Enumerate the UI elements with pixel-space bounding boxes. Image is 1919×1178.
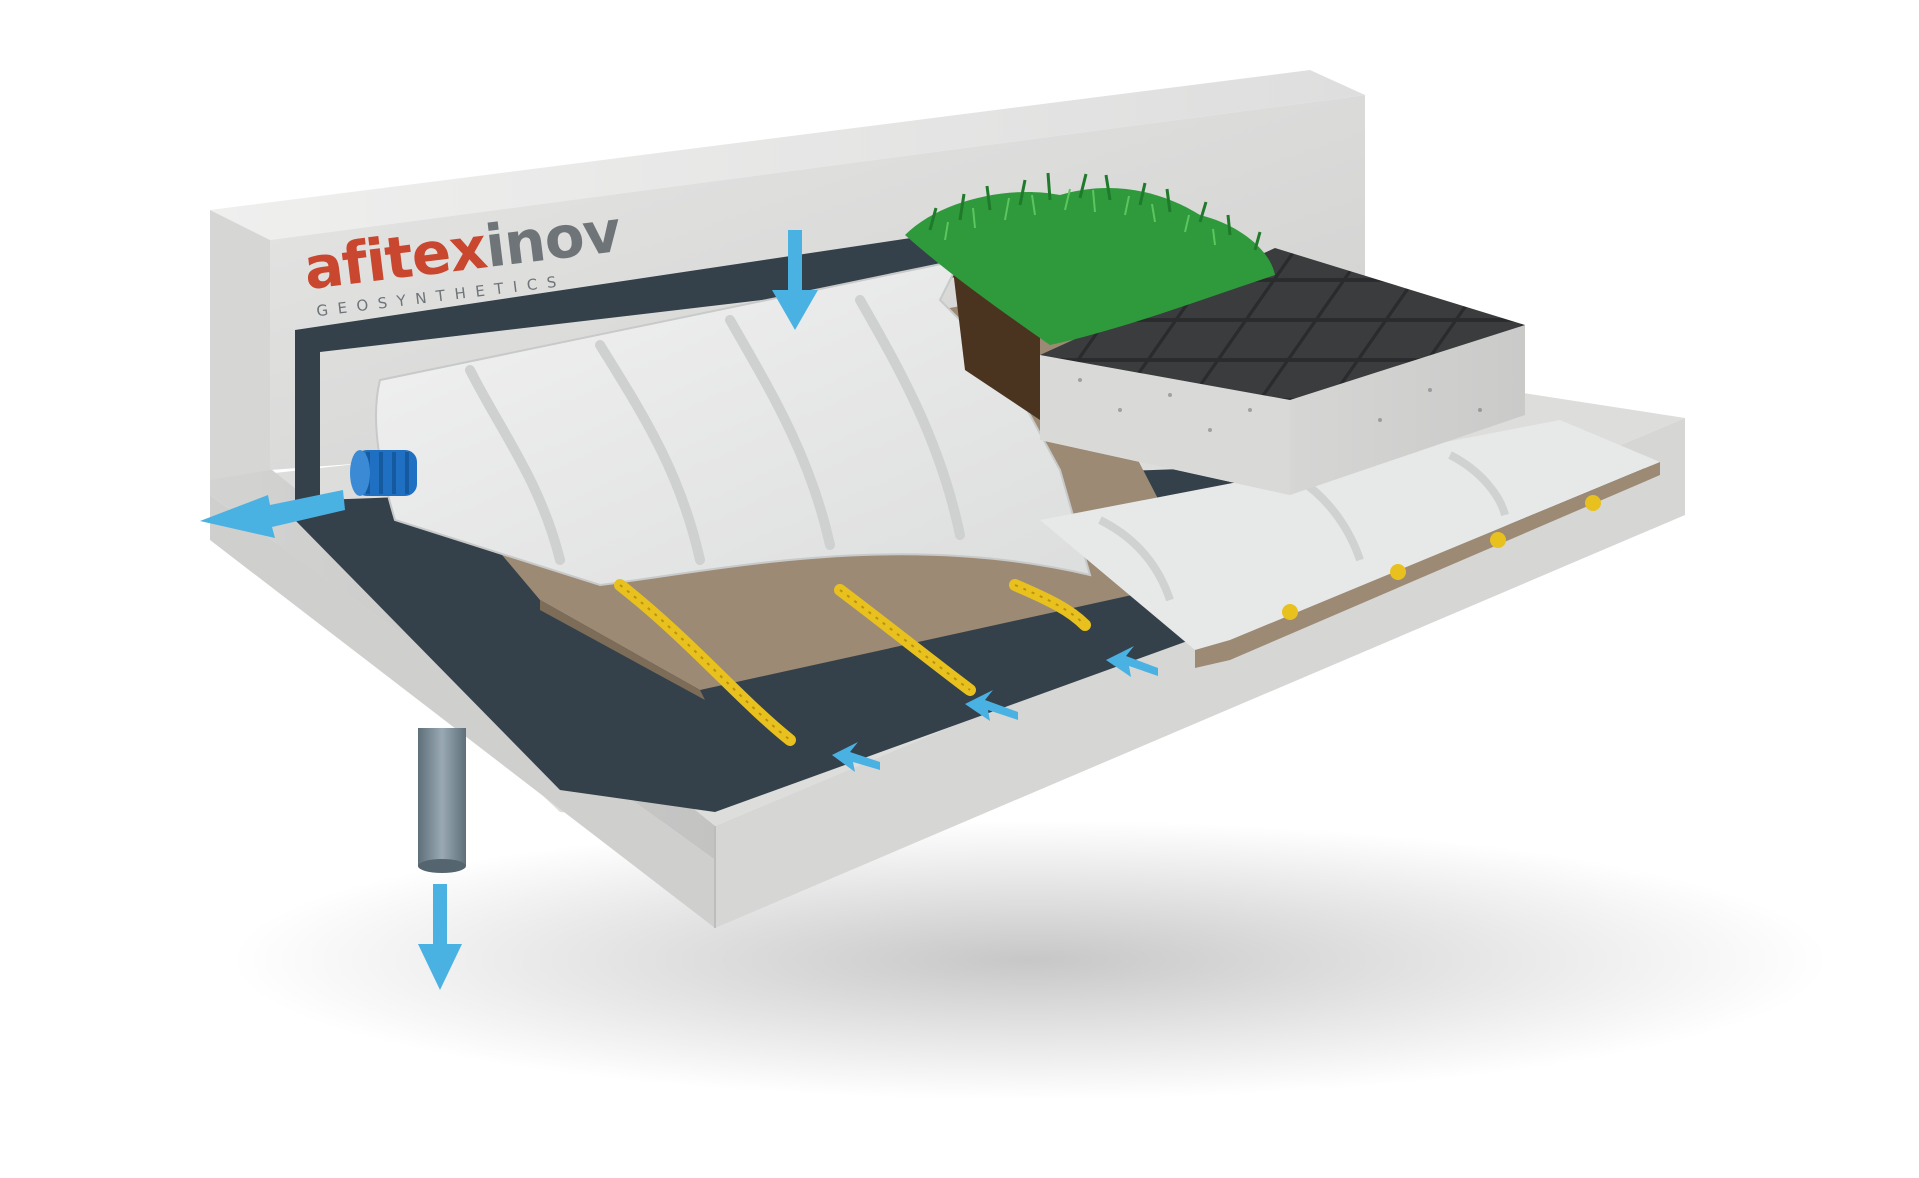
downpipe-icon (418, 728, 466, 873)
ground-shadow (230, 820, 1830, 1100)
drain-outlet-icon (350, 450, 417, 496)
